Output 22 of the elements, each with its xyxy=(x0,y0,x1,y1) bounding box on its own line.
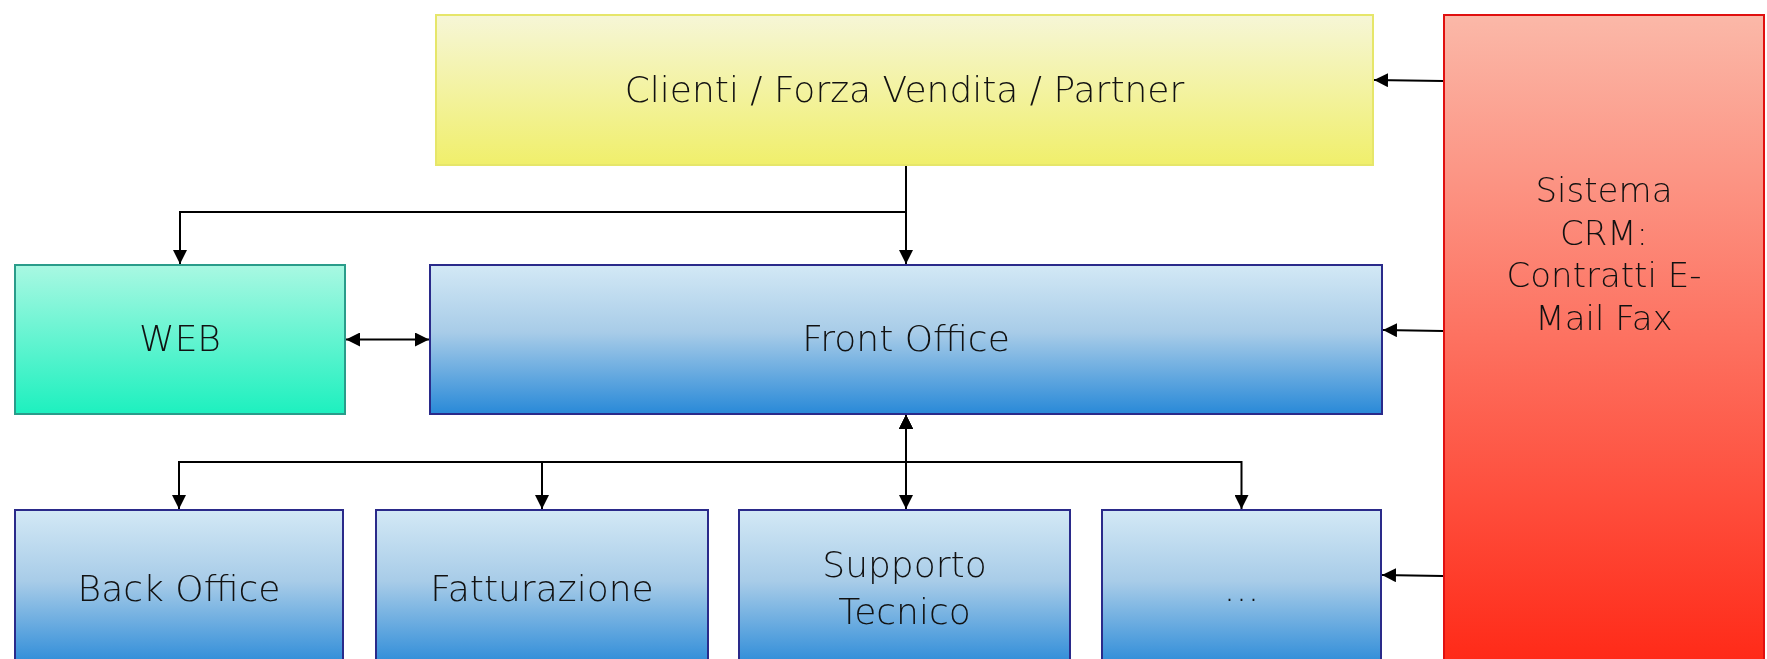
node-label: … xyxy=(1223,566,1260,611)
process-box xyxy=(375,509,709,659)
process-box xyxy=(14,264,346,415)
process-box xyxy=(429,264,1383,415)
node-label: Sistema CRM: Contratti E-Mail Fax xyxy=(1505,169,1703,339)
process-box xyxy=(738,509,1071,659)
node-label: Clienti / Forza Vendita / Partner xyxy=(624,67,1185,112)
arrow xyxy=(1381,568,1444,583)
node-label: Back Office xyxy=(77,566,281,611)
arrow xyxy=(899,414,1249,510)
system-panel xyxy=(1443,14,1765,659)
process-box xyxy=(14,509,344,659)
node-label: Front Office xyxy=(802,317,1010,362)
arrow xyxy=(345,332,430,347)
arrow xyxy=(1382,323,1444,338)
node-label: WEB xyxy=(139,317,221,362)
process-box xyxy=(1101,509,1382,659)
node-label: Fatturazione xyxy=(430,566,654,611)
arrow xyxy=(1373,73,1444,88)
title-box xyxy=(435,14,1374,166)
arrow xyxy=(899,165,913,265)
node-label: Supporto Tecnico xyxy=(821,543,988,634)
